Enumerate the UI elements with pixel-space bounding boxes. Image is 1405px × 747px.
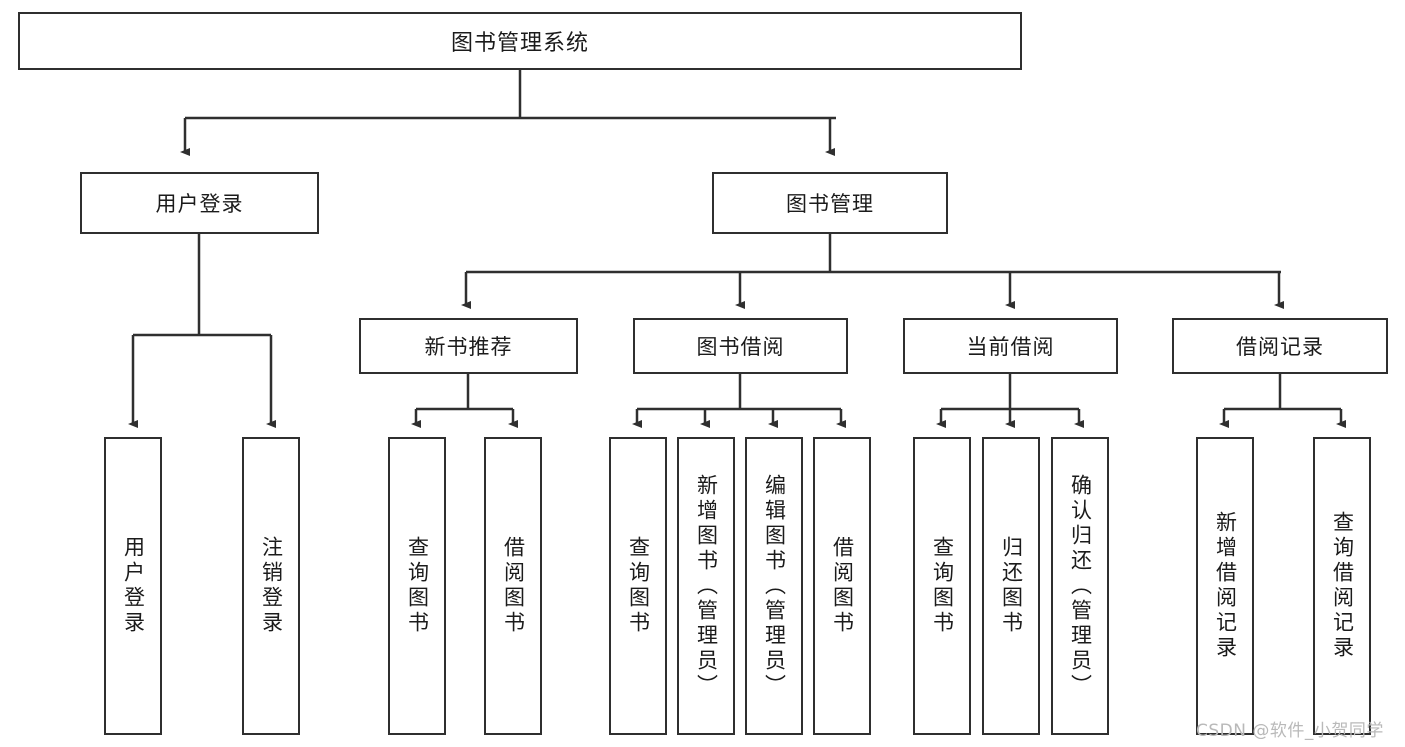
leaf-current-borrow-return[interactable]: 归还图书 [982, 437, 1040, 735]
node-label: 新增借阅记录 [1213, 511, 1238, 661]
node-label: 查询图书 [930, 536, 955, 636]
node-label: 归还图书 [999, 536, 1024, 636]
node-label: 用户登录 [155, 192, 244, 216]
node-label: 图书管理系统 [450, 31, 589, 56]
node-current-borrow[interactable]: 当前借阅 [903, 318, 1118, 374]
node-new-book-recommend[interactable]: 新书推荐 [359, 318, 578, 374]
node-label: 新书推荐 [424, 335, 513, 359]
leaf-current-borrow-query[interactable]: 查询图书 [913, 437, 971, 735]
leaf-borrow-record-query[interactable]: 查询借阅记录 [1313, 437, 1371, 735]
leaf-new-book-query[interactable]: 查询图书 [388, 437, 446, 735]
leaf-book-borrow-edit[interactable]: 编辑图书（管理员） [745, 437, 803, 735]
node-label: 新增图书（管理员） [694, 473, 719, 699]
leaf-book-borrow-add[interactable]: 新增图书（管理员） [677, 437, 735, 735]
leaf-new-book-borrow[interactable]: 借阅图书 [484, 437, 542, 735]
node-label: 用户登录 [121, 536, 146, 636]
node-book-management[interactable]: 图书管理 [712, 172, 948, 234]
node-label: 注销登录 [259, 536, 284, 636]
node-label: 图书管理 [786, 192, 874, 216]
leaf-book-borrow-borrow[interactable]: 借阅图书 [813, 437, 871, 735]
node-label: 确认归还（管理员） [1068, 473, 1093, 699]
node-label: 查询借阅记录 [1330, 511, 1355, 661]
node-label: 查询图书 [405, 536, 430, 636]
node-label: 借阅图书 [830, 536, 855, 636]
csdn-watermark: CSDN @软件_小贺同学 [1196, 721, 1384, 741]
node-root-system[interactable]: 图书管理系统 [18, 12, 1022, 70]
node-user-login[interactable]: 用户登录 [80, 172, 319, 234]
node-label: 借阅图书 [501, 536, 526, 636]
leaf-current-borrow-confirm-return[interactable]: 确认归还（管理员） [1051, 437, 1109, 735]
node-label: 编辑图书（管理员） [762, 473, 787, 699]
leaf-book-borrow-query[interactable]: 查询图书 [609, 437, 667, 735]
leaf-borrow-record-add[interactable]: 新增借阅记录 [1196, 437, 1254, 735]
node-label: 借阅记录 [1236, 335, 1324, 359]
leaf-user-login-login[interactable]: 用户登录 [104, 437, 162, 735]
node-label: 查询图书 [626, 536, 651, 636]
node-book-borrow[interactable]: 图书借阅 [633, 318, 848, 374]
node-label: 当前借阅 [966, 335, 1055, 359]
leaf-user-login-logout[interactable]: 注销登录 [242, 437, 300, 735]
node-label: 图书借阅 [696, 335, 785, 359]
node-borrow-record[interactable]: 借阅记录 [1172, 318, 1388, 374]
